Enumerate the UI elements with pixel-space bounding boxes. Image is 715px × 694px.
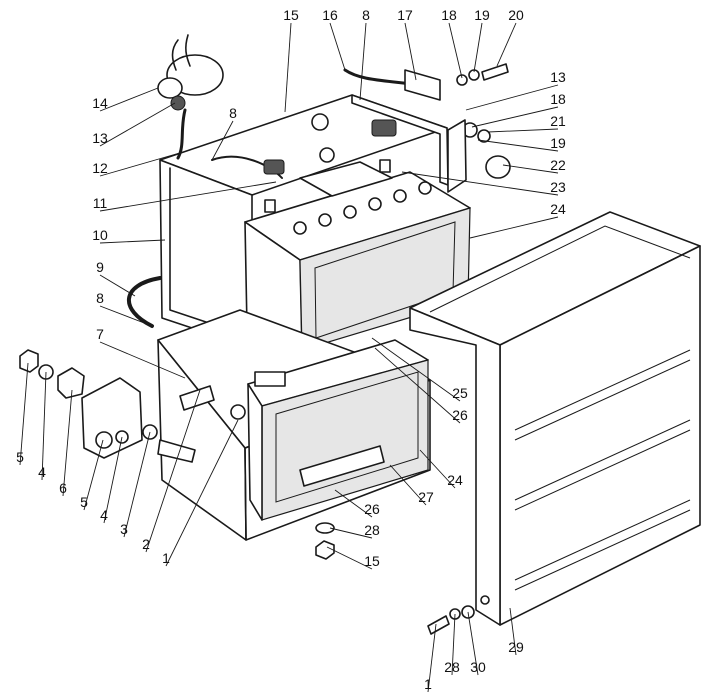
battery-cover [409, 211, 701, 626]
callout-label-c5a: 5 [16, 449, 24, 465]
callout-label-c28b: 28 [444, 659, 460, 675]
callout-label-c7: 7 [96, 326, 104, 342]
callout-leader-c1b [427, 623, 437, 693]
callout-leader-c13a [99, 102, 176, 147]
callout-label-c20: 20 [508, 7, 524, 23]
callout-leader-c11 [99, 181, 277, 212]
callout-label-c8c: 8 [96, 290, 104, 306]
callout-leader-c18a [448, 22, 463, 79]
left-mount-hardware [19, 349, 246, 463]
callout-leaders [19, 22, 559, 693]
callout-label-c4a: 4 [38, 464, 46, 480]
callout-leader-c24a [469, 216, 559, 239]
callout-leader-c5a [19, 362, 29, 466]
callout-label-c8b: 8 [229, 105, 237, 121]
lower-battery [247, 339, 429, 521]
callout-leader-c29 [509, 607, 517, 656]
callout-leader-c24b [419, 449, 456, 489]
battery-cell-caps [293, 181, 432, 235]
callout-leader-c28b [451, 613, 456, 676]
callout-leader-c17 [404, 22, 417, 81]
callout-leader-c2 [145, 389, 201, 553]
callout-leader-c19b [477, 139, 559, 152]
callout-label-c21: 21 [550, 113, 566, 129]
callout-label-c24a: 24 [550, 201, 566, 217]
callout-leader-c15b [326, 546, 373, 570]
callout-label-c18b: 18 [550, 91, 566, 107]
callout-label-c17: 17 [397, 7, 413, 23]
callout-leader-c25 [371, 337, 461, 402]
callout-leader-c6 [62, 389, 73, 497]
callout-label-c6: 6 [59, 480, 67, 496]
callout-label-c26a: 26 [452, 407, 468, 423]
callout-leader-c22 [502, 164, 559, 174]
callout-leader-c14 [99, 87, 159, 112]
right-mount-hardware [404, 63, 511, 193]
callout-leader-c1a [165, 419, 239, 567]
callout-label-c18a: 18 [441, 7, 457, 23]
callout-leader-c19a [473, 22, 483, 73]
callout-label-c8a: 8 [362, 7, 370, 23]
callout-label-c26b: 26 [364, 501, 380, 517]
callout-label-c10: 10 [92, 227, 108, 243]
callout-leader-c8c [99, 305, 153, 327]
callout-label-c12: 12 [92, 160, 108, 176]
callout-leader-c13b [465, 84, 559, 111]
callout-label-c13b: 13 [550, 69, 566, 85]
callout-label-c22: 22 [550, 157, 566, 173]
callout-leader-c8b [211, 120, 234, 161]
callout-label-c14: 14 [92, 95, 108, 111]
callout-leader-c8a [359, 22, 367, 101]
callout-label-c15a: 15 [283, 7, 299, 23]
callout-label-c27: 27 [418, 489, 434, 505]
callout-label-c9: 9 [96, 259, 104, 275]
callout-leader-c3 [123, 431, 151, 538]
callout-leader-c23 [401, 171, 559, 196]
callout-leader-c26a [374, 347, 461, 424]
callout-leader-c28a [329, 527, 373, 539]
callout-leader-c21 [487, 128, 559, 133]
callout-label-c11: 11 [93, 195, 108, 211]
callout-label-c16: 16 [322, 7, 338, 23]
callout-leader-c4a [41, 371, 47, 481]
callout-label-c28a: 28 [364, 522, 380, 538]
callout-leader-c16 [329, 22, 346, 71]
callout-label-c4b: 4 [100, 507, 108, 523]
callout-label-c5b: 5 [80, 494, 88, 510]
callout-leader-c27 [389, 464, 427, 506]
callout-label-c19a: 19 [474, 7, 490, 23]
callout-label-c24b: 24 [447, 472, 463, 488]
bottom-fasteners [315, 522, 475, 635]
callout-label-c19b: 19 [550, 135, 566, 151]
mass-switch [157, 34, 224, 111]
callout-leader-c10 [99, 239, 166, 244]
callout-label-c29: 29 [508, 639, 524, 655]
callout-leader-c26b [334, 489, 373, 518]
callout-leader-c7 [99, 341, 186, 379]
callout-leader-c20 [496, 22, 517, 67]
callout-label-c1b: 1 [424, 676, 432, 692]
callout-label-c30: 30 [470, 659, 486, 675]
callout-label-c23: 23 [550, 179, 566, 195]
callout-leader-c12 [99, 149, 191, 177]
callout-labels: 2019181781615141381211109871318211922232… [16, 7, 566, 692]
callout-label-c15b: 15 [364, 553, 380, 569]
callout-label-c2: 2 [142, 536, 150, 552]
callout-leader-c30 [467, 611, 479, 676]
callout-label-c25: 25 [452, 385, 468, 401]
callout-leader-c4b [103, 436, 123, 524]
callout-label-c1a: 1 [162, 550, 170, 566]
callout-label-c3: 3 [120, 521, 128, 537]
callout-label-c13a: 13 [92, 130, 108, 146]
callout-leader-c15a [284, 22, 292, 113]
callout-leader-c5b [83, 439, 104, 511]
callout-leader-c18b [471, 106, 559, 128]
callout-leader-c9 [99, 274, 136, 297]
